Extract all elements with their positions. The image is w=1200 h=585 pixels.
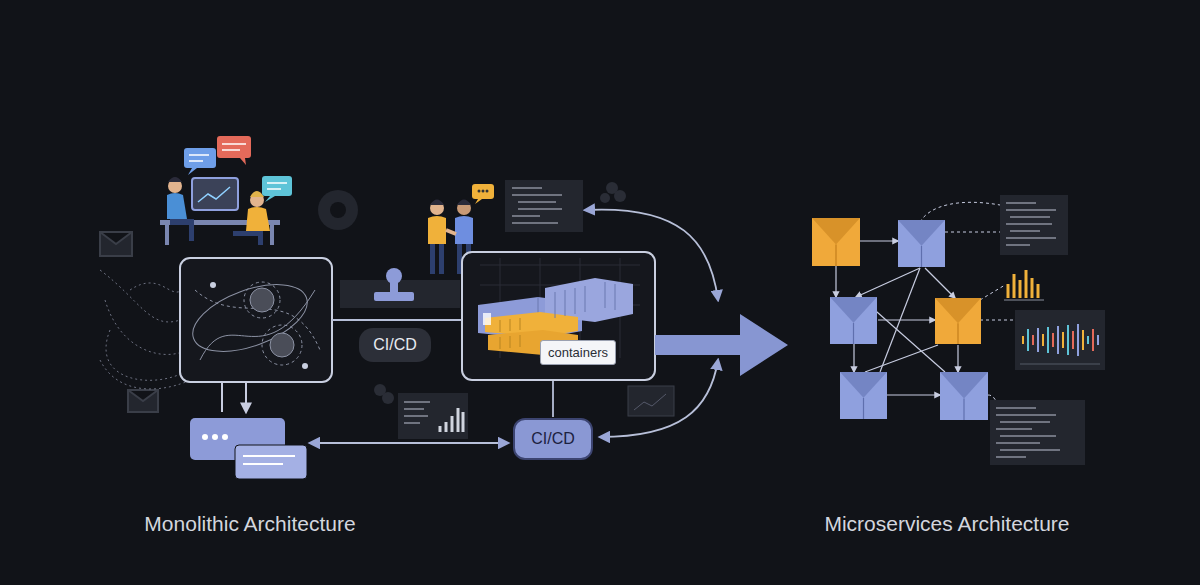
- ui-cards: [190, 418, 307, 479]
- service-cube: [840, 372, 887, 419]
- background-icons: [100, 182, 674, 416]
- candle-bar: [1042, 334, 1044, 346]
- candle-bar: [1067, 325, 1069, 355]
- service-cube: [940, 372, 988, 420]
- section-label: Monolithic Architecture: [144, 512, 355, 536]
- candle-bar: [1022, 336, 1024, 344]
- service-cube: [830, 297, 877, 344]
- code-panel: [505, 180, 583, 232]
- right-panels: [990, 195, 1105, 465]
- candle-bar: [1032, 335, 1034, 345]
- candle-bar: [1092, 329, 1094, 351]
- container-box: [462, 252, 655, 380]
- speech-bubbles: [184, 136, 292, 202]
- service-cube: [898, 220, 945, 267]
- candle-bar: [1062, 332, 1064, 348]
- candle-bar: [1037, 328, 1039, 352]
- node-text: containers: [548, 345, 608, 360]
- candle-bar: [1097, 335, 1099, 345]
- microservice-cubes: [812, 218, 988, 420]
- dotted-trails: [100, 270, 190, 389]
- candle-bar: [1057, 326, 1059, 354]
- candle-bar: [1072, 331, 1074, 349]
- candle-bar: [1047, 327, 1049, 353]
- candle-bar: [1077, 324, 1079, 356]
- monolith-box: [180, 258, 332, 412]
- chart-panel: [398, 393, 468, 439]
- container-tag: containers: [540, 340, 616, 365]
- pipeline-box: CI/CD: [513, 418, 593, 460]
- node-text: CI/CD: [373, 336, 417, 354]
- service-cube: [812, 218, 860, 266]
- pipeline-pill: CI/CD: [359, 328, 431, 362]
- candle-bar: [1087, 336, 1089, 344]
- flow-lines: [310, 210, 718, 443]
- candle-bar: [1082, 330, 1084, 350]
- node-text: CI/CD: [531, 430, 575, 448]
- service-cube: [935, 298, 981, 344]
- transition-arrow: [655, 314, 788, 376]
- candle-bar: [1027, 329, 1029, 351]
- section-label: Microservices Architecture: [824, 512, 1069, 536]
- candle-bar: [1052, 333, 1054, 347]
- candle-chart: [1022, 324, 1099, 356]
